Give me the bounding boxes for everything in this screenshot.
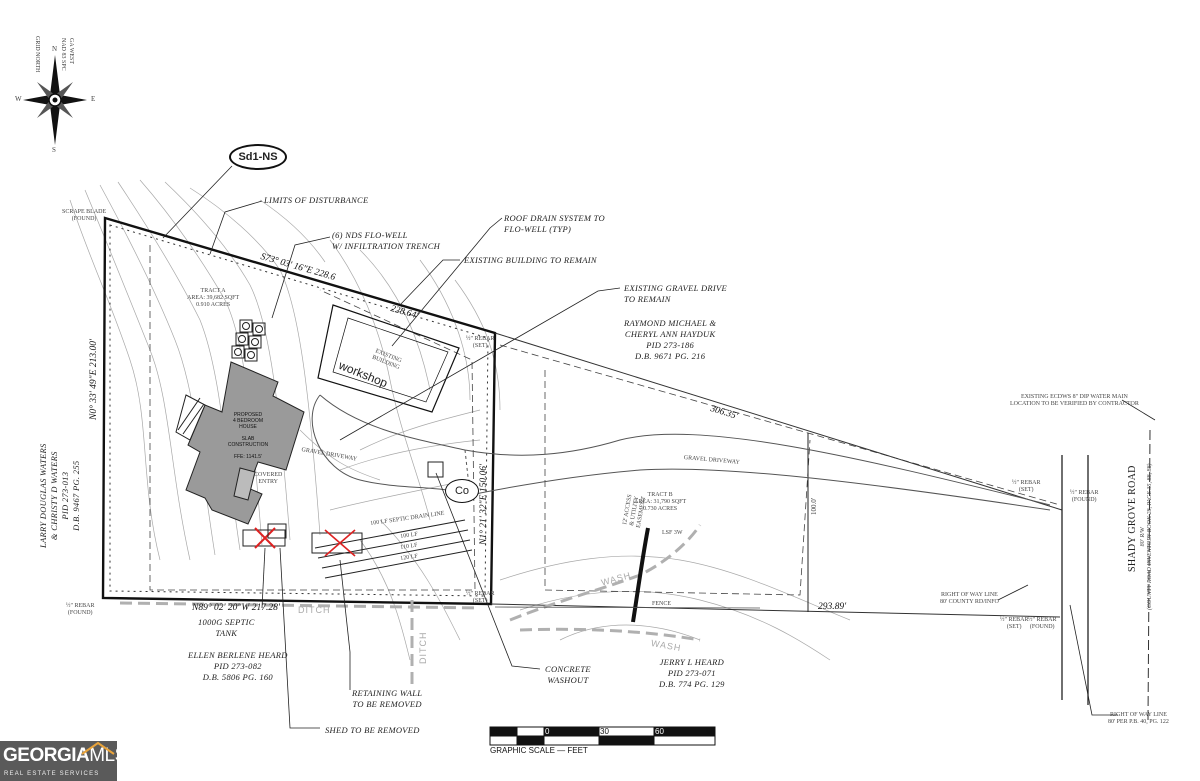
tract-a-note: TRACT A AREA: 39,682 SQFT 0.910 ACRES — [187, 288, 240, 308]
concrete-washout-symbol: Co — [445, 479, 479, 503]
leader-lines — [162, 165, 1156, 729]
fence-line — [494, 606, 761, 609]
datum-label: NAD 83 SPC — [60, 38, 66, 71]
scale-tick-5: 90 — [706, 727, 715, 736]
bearing-south-line: N89° 02' 20"W 217.28' — [192, 603, 280, 613]
graphic-scale-bar — [489, 726, 716, 746]
sd1-ns-label: Sd1-NS — [238, 151, 278, 163]
gravel-driveway — [311, 394, 1051, 511]
north-arrow-icon — [23, 55, 87, 145]
road-name: SHADY GROVE ROAD — [1127, 465, 1138, 572]
water-main — [1147, 429, 1151, 721]
scale-tick-4: 60 — [655, 727, 664, 736]
fence-note: FENCE — [652, 601, 672, 607]
owner-hayduk: RAYMOND MICHAEL & CHERYL ANN HAYDUK PID … — [624, 318, 717, 361]
ditch-and-wash — [119, 524, 702, 690]
rebar-set-southwest: ½" REBAR (SET) — [466, 591, 495, 604]
bearing-west-line: N0° 33' 49"E 213.00' — [89, 339, 99, 420]
setback-lines — [149, 245, 1061, 596]
silt-fence-note: LSF 3W — [662, 530, 683, 536]
compass-west-letter: W — [15, 95, 22, 103]
owner-ellen-heard: ELLEN BERLENE HEARD PID 273-082 D.B. 580… — [188, 650, 288, 682]
limits-of-disturbance-label: LIMITS OF DISTURBANCE — [264, 195, 369, 205]
flo-well-grid — [231, 319, 266, 362]
rebar-found-south: ½" REBAR (FOUND) — [1028, 617, 1057, 630]
logo-left: GEORGIA — [3, 745, 90, 766]
right-of-way-note-2: RIGHT OF WAY LINE 80' PER P.B. 40, PG. 1… — [1108, 712, 1169, 725]
roof-drain-label: ROOF DRAIN SYSTEM TO FLO-WELL (TYP) — [504, 213, 605, 234]
existing-workshop-building — [317, 304, 460, 413]
silt-fence — [631, 527, 650, 623]
proposed-house-label: PROPOSED 4 BEDROOM HOUSE SLAB CONSTRUCTI… — [227, 412, 269, 460]
road-right-of-way: 80' R/W (COUNTY ROAD INVENTORY BOOK 28, … — [1140, 463, 1153, 610]
water-main-note: EXISTING ECDWS 8" DIP WATER MAIN LOCATIO… — [1010, 394, 1139, 407]
scale-caption: GRAPHIC SCALE — FEET — [490, 746, 588, 755]
compass-north-letter: N — [52, 45, 58, 53]
logo-tagline: REAL ESTATE SERVICES — [4, 771, 100, 777]
compass-south-letter: S — [52, 146, 56, 154]
scale-tick-3: 30 — [600, 727, 609, 736]
co-label: Co — [454, 485, 470, 497]
septic-system — [242, 461, 473, 579]
retaining-wall-label: RETAINING WALL TO BE REMOVED — [352, 688, 423, 709]
shed-label: SHED TO BE REMOVED — [325, 725, 420, 735]
tract-b-note: TRACT B AREA: 31,790 SQFT 0.730 ACRES — [634, 492, 687, 512]
scale-tick-2: 0 — [545, 727, 550, 736]
septic-tank-label: 1000G SEPTIC TANK — [198, 617, 255, 638]
datum-zone-label: GA WEST — [68, 38, 74, 65]
scrape-blade-note: SCRAPE BLADE (FOUND) — [62, 209, 107, 222]
logo-wordmark: GEORGIAMLS — [3, 745, 127, 767]
ditch-vertical-label: DITCH — [418, 631, 428, 665]
gravel-drive-label: EXISTING GRAVEL DRIVE TO REMAIN — [624, 283, 727, 304]
grid-north-label: GRID NORTH — [34, 36, 40, 73]
rebar-set-north: ½" REBAR (SET) — [466, 336, 495, 349]
logo-roof-icon — [81, 741, 115, 755]
existing-building-label: EXISTING BUILDING TO REMAIN — [464, 255, 597, 265]
owner-jerry-heard: JERRY L HEARD PID 273-071 D.B. 774 PG. 1… — [659, 657, 725, 689]
distance-tract-b-bottom: 293.89' — [818, 602, 847, 612]
right-of-way-note: RIGHT OF WAY LINE 80' COUNTY RD/INFO — [940, 592, 999, 605]
rebar-found-west: ½" REBAR (FOUND) — [66, 603, 95, 616]
bearing-east-line: N1° 21' 32"E 150.06' — [479, 464, 489, 545]
logo-right: MLS — [89, 745, 127, 766]
georgia-mls-logo: GEORGIAMLS REAL ESTATE SERVICES — [0, 741, 127, 781]
tract-b-boundary — [490, 332, 1089, 705]
flo-well-label: (6) NDS FLO-WELL W/ INFILTRATION TRENCH — [332, 230, 441, 251]
covered-entry-note: COVERED ENTRY — [254, 472, 283, 485]
rebar-found-east: ½" REBAR (FOUND) — [1070, 490, 1099, 503]
proposed-house — [175, 361, 305, 525]
concrete-washout-label: CONCRETE WASHOUT — [545, 664, 591, 685]
rebar-set-east: ½" REBAR (SET) — [1012, 480, 1041, 493]
sd1-ns-callout: Sd1-NS — [229, 144, 287, 170]
owner-waters: LARRY DOUGLAS WATERS & CHRISTY D WATERS … — [38, 443, 81, 548]
distance-tract-b-east: 100.0' — [810, 497, 818, 515]
compass-east-letter: E — [91, 95, 96, 103]
ditch-label: DITCH — [298, 605, 331, 615]
scale-tick-1: 30 — [491, 727, 500, 736]
rebar-set-south: ½" REBAR (SET) — [1000, 617, 1029, 630]
